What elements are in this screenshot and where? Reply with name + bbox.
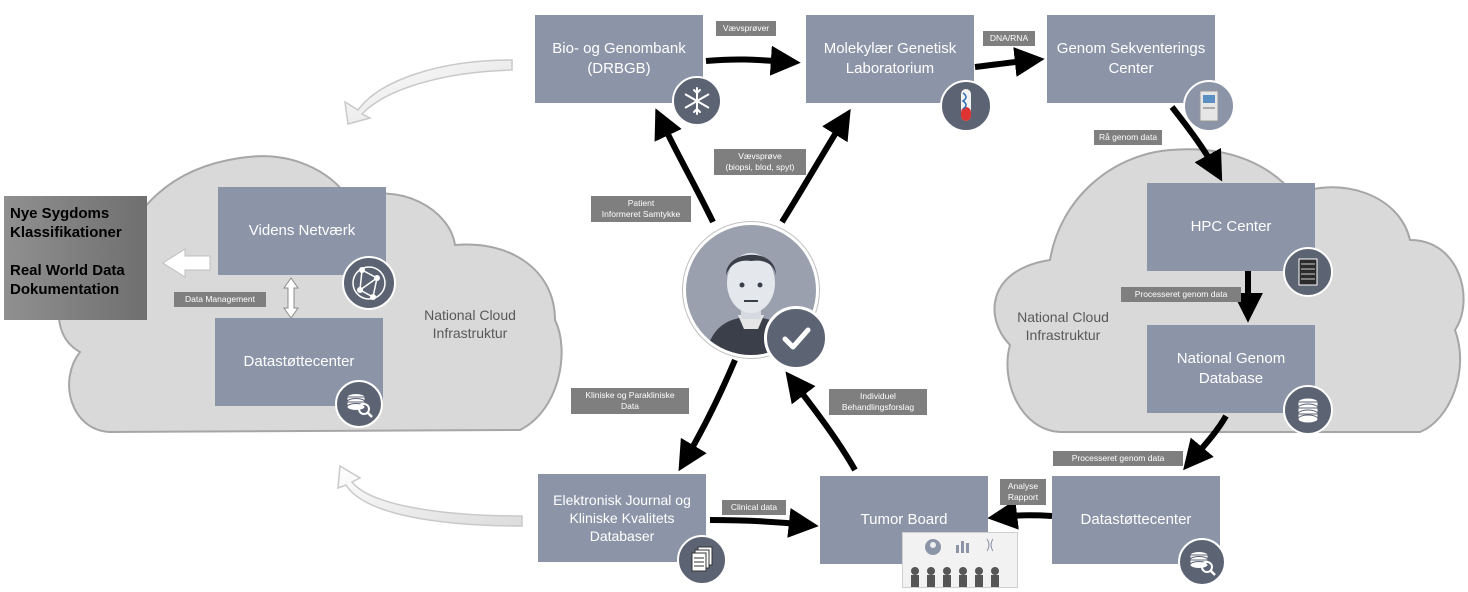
tag-data-management: Data Management	[174, 292, 266, 307]
tag-processeret-2: Processeret genom data	[1053, 451, 1183, 466]
curved-arrow-bottom-left	[337, 464, 523, 527]
meeting-illustration	[902, 532, 1018, 588]
curved-arrow-top-left	[344, 59, 513, 125]
database-icon	[1283, 385, 1333, 435]
tag-raa-genom: Rå genom data	[1094, 130, 1162, 145]
output-line-4: Dokumentation	[10, 281, 120, 298]
arrow-patient-ejournal	[678, 358, 738, 472]
arrow-natdb-datastotte	[1183, 414, 1229, 471]
sequencer-icon	[1183, 80, 1235, 132]
snowflake-icon	[672, 76, 722, 126]
arrow-biobank-mollab	[705, 45, 801, 76]
tag-kliniske: Kliniske og Parakliniske Data	[571, 388, 689, 414]
tag-vaevsprove: Vævsprøve (biopsi, blod, spyt)	[714, 149, 806, 175]
arrow-ejournal-tumor	[709, 508, 819, 538]
documents-icon	[677, 535, 727, 585]
arrow-tumor-patient	[785, 371, 858, 472]
tag-vaevsprover: Vævsprøver	[716, 21, 776, 36]
output-arrow	[162, 248, 211, 278]
arrow-mollab-seq	[974, 47, 1045, 77]
videns-netvaerk-node[interactable]: Videns Netværk	[218, 187, 386, 275]
output-line-1: Nye Sygdoms	[10, 205, 110, 222]
tag-analyse-rapport: Analyse Rapport	[1000, 479, 1046, 505]
checkmark-icon	[764, 306, 828, 370]
tag-processeret-1: Processeret genom data	[1121, 287, 1241, 302]
outputs-box: Nye Sygdoms Klassifikationer Real World …	[4, 196, 147, 320]
database-search-icon	[1178, 538, 1226, 586]
arrow-datastotte-tumor	[987, 499, 1053, 530]
left-cloud	[58, 155, 563, 434]
tag-individuel: Individuel Behandlingsforslag	[829, 389, 927, 415]
right-cloud-label: National Cloud Infrastruktur	[1017, 309, 1109, 343]
test-tube-icon	[940, 80, 992, 132]
left-cloud-label: National Cloud Infrastruktur	[424, 307, 516, 341]
arrow-patient-biobank	[654, 108, 716, 224]
arrow-seq-hpc	[1169, 105, 1223, 182]
database-search-left-icon	[335, 380, 383, 428]
server-rack-icon	[1283, 247, 1333, 297]
ejournal-node[interactable]: Elektronisk Journal og Kliniske Kvalitet…	[538, 474, 706, 562]
tag-dna-rna: DNA/RNA	[983, 31, 1035, 46]
output-line-2: Klassifikationer	[10, 224, 122, 241]
sequencing-center-node[interactable]: Genom Sekventerings Center	[1047, 15, 1215, 103]
arrow-patient-mollab	[779, 108, 851, 224]
output-line-3: Real World Data	[10, 262, 125, 279]
tag-clinical-data: Clinical data	[722, 500, 786, 515]
network-icon	[342, 256, 396, 310]
tag-patient-samtykke: Patient Informeret Samtykke	[591, 196, 691, 222]
